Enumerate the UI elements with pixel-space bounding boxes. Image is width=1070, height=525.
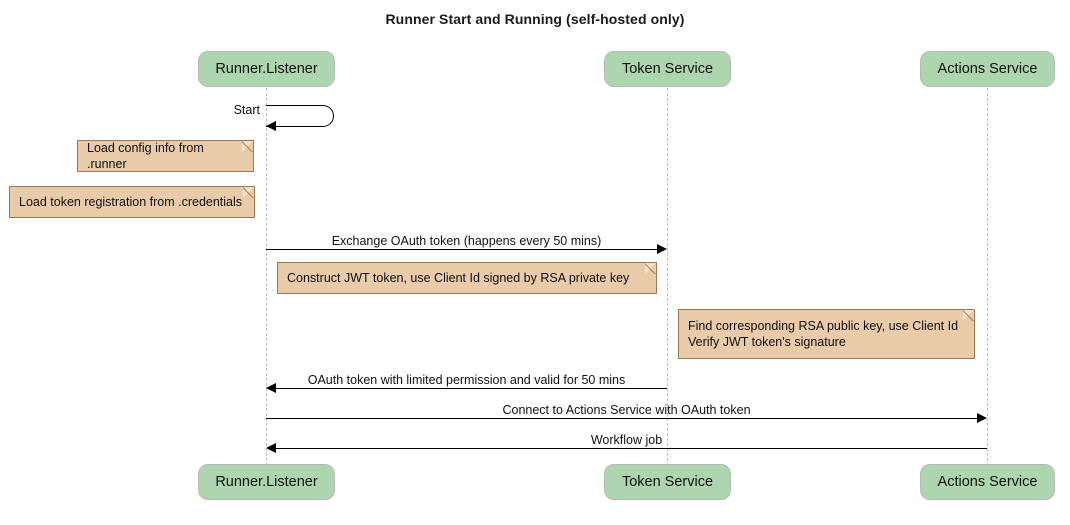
participant-label: Actions Service	[937, 474, 1038, 490]
note-text: Load token registration from .credential…	[19, 195, 243, 209]
message-arrowhead-workflow	[266, 443, 276, 453]
participant-token-top[interactable]: Token Service	[604, 51, 731, 87]
note-construct-jwt: Construct JWT token, use Client Id signe…	[277, 262, 657, 294]
note-load-credentials: Load token registration from .credential…	[9, 186, 255, 218]
message-line-workflow	[275, 448, 987, 449]
message-line-connect	[266, 418, 979, 419]
message-arrowhead-oauth-token	[266, 383, 276, 393]
message-arrowhead-exchange	[657, 244, 667, 254]
participant-runner-top[interactable]: Runner.Listener	[198, 51, 335, 87]
message-label-workflow: Workflow job	[590, 433, 663, 447]
note-load-config: Load config info from .runner	[77, 140, 254, 172]
message-label-exchange: Exchange OAuth token (happens every 50 m…	[331, 234, 602, 248]
message-arrowhead-connect	[977, 413, 987, 423]
participant-label: Runner.Listener	[215, 61, 318, 77]
participant-label: Runner.Listener	[215, 474, 318, 490]
message-line-oauth-token	[275, 388, 667, 389]
note-fold-line-icon	[963, 310, 974, 321]
note-fold-line-icon	[243, 187, 254, 198]
note-text: Find corresponding RSA public key, use C…	[688, 319, 959, 349]
message-label-connect: Connect to Actions Service with OAuth to…	[502, 403, 751, 417]
participant-runner-bottom[interactable]: Runner.Listener	[198, 464, 335, 500]
note-verify-jwt: Find corresponding RSA public key, use C…	[678, 309, 975, 359]
message-arrowhead-start	[266, 121, 276, 131]
note-text: Construct JWT token, use Client Id signe…	[287, 271, 630, 285]
lifeline-token	[667, 88, 668, 466]
lifeline-actions	[987, 88, 988, 466]
participant-actions-bottom[interactable]: Actions Service	[920, 464, 1055, 500]
message-label-oauth-token: OAuth token with limited permission and …	[307, 373, 626, 387]
participant-token-bottom[interactable]: Token Service	[604, 464, 731, 500]
message-line-exchange	[266, 249, 659, 250]
participant-label: Actions Service	[937, 61, 1038, 77]
message-self-loop-start	[266, 105, 334, 127]
message-label-start: Start	[233, 103, 260, 117]
participant-actions-top[interactable]: Actions Service	[920, 51, 1055, 87]
participant-label: Token Service	[621, 61, 714, 77]
participant-label: Token Service	[621, 474, 714, 490]
note-fold-line-icon	[242, 141, 253, 152]
lifeline-runner	[266, 88, 267, 466]
page-title: Runner Start and Running (self-hosted on…	[385, 11, 685, 27]
note-fold-line-icon	[645, 263, 656, 274]
note-text: Load config info from .runner	[87, 141, 204, 171]
